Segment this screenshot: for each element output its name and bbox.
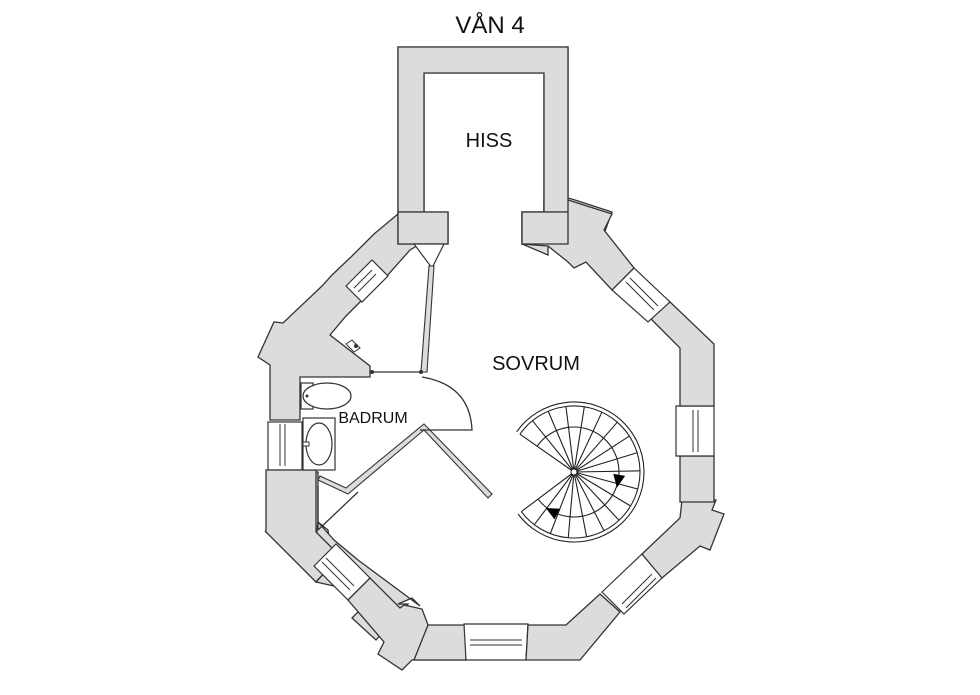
stair-outer-rail bbox=[516, 401, 645, 543]
elevator-right-jamb bbox=[521, 211, 569, 245]
wall-east-upper bbox=[649, 299, 715, 407]
stair-tread bbox=[532, 420, 575, 473]
spiral-staircase bbox=[516, 401, 645, 543]
elevator-left-jamb bbox=[397, 211, 449, 245]
wall-bottom-right-segment bbox=[525, 593, 621, 661]
closet-partition bbox=[412, 243, 445, 373]
wall-southeast bbox=[641, 499, 725, 579]
wall-upper-left bbox=[257, 212, 423, 421]
shower-head-icon bbox=[345, 339, 361, 353]
stair-tread bbox=[573, 471, 631, 507]
stair-tread bbox=[573, 471, 638, 490]
stair-tread bbox=[573, 471, 588, 537]
stair-tread bbox=[565, 406, 575, 473]
sink-icon bbox=[302, 417, 336, 471]
room-label-hiss: HISS bbox=[466, 130, 513, 152]
window-right bbox=[675, 405, 715, 457]
stair-tread bbox=[573, 406, 585, 473]
toilet-icon bbox=[300, 382, 352, 410]
bathroom-door-swing[interactable] bbox=[420, 376, 473, 431]
stair-tread bbox=[520, 471, 575, 513]
stair-tread bbox=[573, 435, 630, 473]
bathroom-partitions bbox=[317, 370, 493, 531]
stair-tread bbox=[573, 411, 603, 473]
window-upper-left bbox=[345, 259, 389, 303]
stair-tread bbox=[547, 411, 575, 473]
floor-title: VÅN 4 bbox=[455, 11, 524, 39]
stair-tread bbox=[573, 470, 640, 473]
window-upper-right bbox=[611, 267, 671, 323]
stair-center-post bbox=[570, 468, 578, 476]
window-bottom bbox=[463, 623, 529, 661]
window-left bbox=[267, 421, 303, 471]
stair-tread bbox=[573, 471, 605, 532]
stair-tread bbox=[573, 452, 638, 473]
wall-east-lower bbox=[679, 455, 715, 503]
room-label-sovrum: SOVRUM bbox=[492, 353, 580, 375]
stair-direction-arrow-icon bbox=[613, 473, 626, 488]
stair-tread bbox=[549, 471, 575, 534]
stair-tread bbox=[533, 471, 575, 526]
room-label-badrum: BADRUM bbox=[338, 410, 407, 427]
stair-tread bbox=[573, 421, 618, 473]
stair-tread bbox=[573, 471, 620, 521]
stair-tread bbox=[567, 471, 575, 538]
stair-tread bbox=[519, 433, 575, 473]
stair-direction-arrow-icon bbox=[545, 507, 561, 520]
